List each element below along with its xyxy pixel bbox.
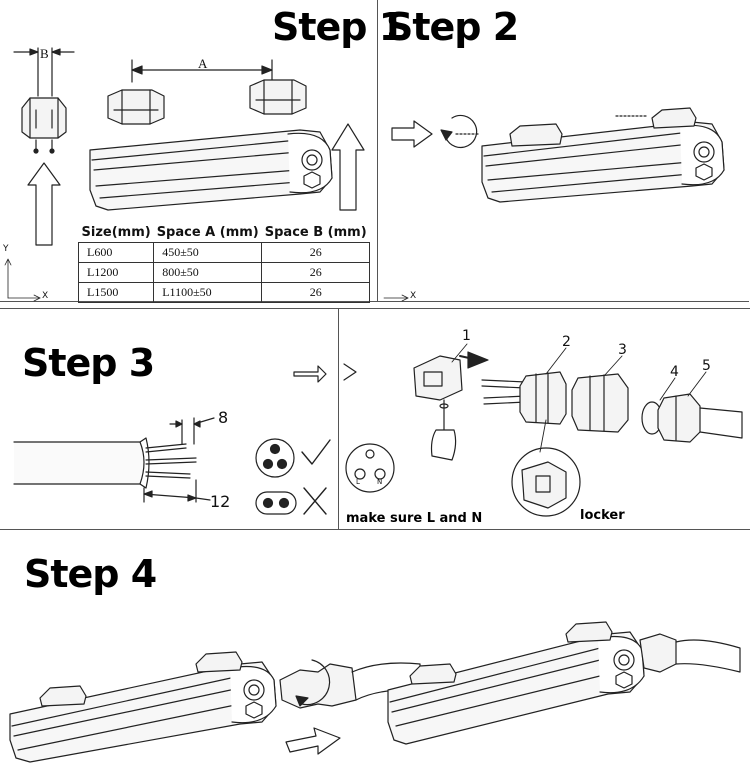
table-cell: L600	[77, 242, 155, 263]
rotate-icon-step2	[440, 114, 479, 149]
locker-detail	[511, 447, 581, 517]
table-header: Space A (mm)	[156, 225, 259, 240]
axis-x-label-step2: X	[410, 291, 417, 301]
table-cell: L1100±50	[153, 282, 263, 303]
part-number-1: 1	[462, 328, 471, 344]
connector-part-2	[519, 371, 567, 425]
fixture-step4-connecting	[9, 651, 421, 763]
table-cell: 450±50	[153, 242, 263, 263]
step2-panel	[377, 0, 749, 302]
step2-title: Step 2	[386, 5, 519, 49]
cable-end	[699, 407, 743, 439]
step3-panel	[0, 308, 750, 530]
terminal-n-label: N	[377, 478, 383, 486]
axes-step1	[4, 258, 41, 302]
chevron-right-icon	[343, 363, 357, 381]
table-cell: 26	[261, 262, 371, 283]
step1-title: Step 1	[272, 5, 405, 49]
right-arrow-step4	[285, 727, 341, 755]
part-number-4: 4	[670, 364, 679, 380]
table-cell: 800±50	[153, 262, 263, 283]
strip-length-long: 12	[210, 492, 231, 511]
table-header: Size(mm)	[81, 225, 151, 240]
checkmark-icon	[301, 439, 331, 465]
right-arrow-step2	[391, 120, 433, 148]
part-number-2: 2	[562, 334, 571, 350]
table-row: L600 450±50 26	[77, 242, 371, 263]
up-arrow-right	[331, 123, 365, 211]
axis-y-label: Y	[3, 244, 9, 254]
dim-b-marker	[13, 47, 75, 97]
fixture-step1	[89, 129, 333, 211]
up-arrow-left	[27, 162, 61, 246]
cross-icon	[303, 487, 327, 515]
table-header: Space B (mm)	[264, 225, 367, 240]
dim-a-marker	[131, 59, 273, 83]
spacing-table: Size(mm) Space A (mm) Space B (mm) L600 …	[77, 223, 371, 303]
axis-x-label: X	[42, 291, 49, 301]
bent-arrow-icon	[293, 365, 327, 383]
connector-wires	[481, 379, 527, 405]
fixture-step2	[481, 107, 725, 203]
step3-divider	[338, 308, 339, 530]
terminal-correct	[255, 438, 295, 478]
connector-part-1	[413, 355, 463, 461]
dim-a-label: A	[198, 56, 208, 71]
table-header-row: Size(mm) Space A (mm) Space B (mm)	[79, 223, 370, 243]
small-bracket	[21, 97, 67, 154]
table-cell: 26	[261, 282, 371, 303]
axes-step2	[383, 294, 409, 302]
terminal-l-label: L	[356, 478, 360, 486]
step3-title: Step 3	[22, 341, 155, 385]
table-cell: 26	[261, 242, 371, 263]
connector-part-5	[657, 393, 701, 443]
table-row: L1200 800±50 26	[77, 262, 371, 283]
terminal-wrong	[255, 491, 297, 515]
fixture-step4-connected	[387, 621, 741, 745]
caption-make-sure-ln: make sure L and N	[346, 511, 483, 526]
connector-part-3	[571, 373, 629, 433]
table-cell: L1200	[77, 262, 155, 283]
strip-length-short: 8	[218, 408, 229, 427]
mount-clip-right	[249, 79, 307, 115]
part-leader-lines	[451, 343, 707, 453]
part-number-3: 3	[618, 342, 627, 358]
terminal-ln-face	[345, 443, 395, 493]
step4-title: Step 4	[24, 552, 157, 596]
mount-clip-left	[107, 89, 165, 125]
stripped-cable	[13, 417, 215, 503]
dim-b-label: B	[40, 46, 49, 61]
table-cell: L1500	[77, 282, 155, 303]
caption-locker: locker	[580, 508, 625, 523]
table-row: L1500 L1100±50 26	[77, 282, 371, 303]
part-number-5: 5	[702, 358, 711, 374]
